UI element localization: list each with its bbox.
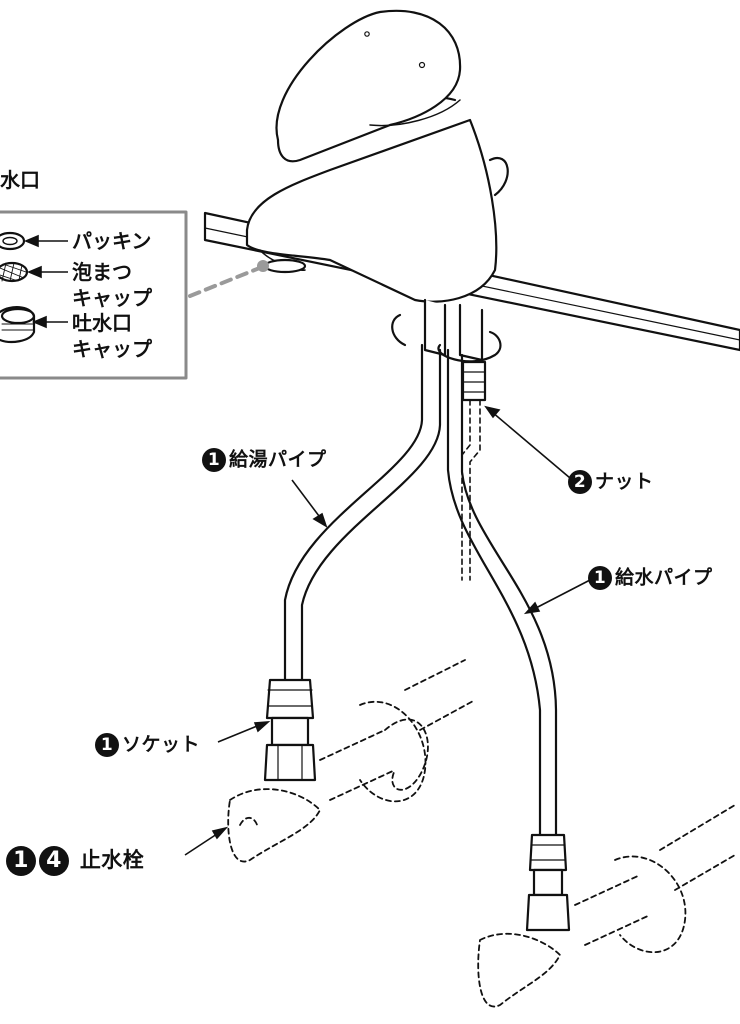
callout-number-badge: 1	[95, 733, 119, 757]
inset-label-foam-cap-2: キャップ	[72, 286, 152, 310]
callout-number-badge: 2	[568, 470, 592, 494]
inset-label-packing: パッキン	[72, 229, 152, 253]
hot-supply-pipe	[283, 343, 442, 682]
callout-hot-pipe-label: 給湯パイプ	[229, 448, 327, 471]
callout-number-badge: 1	[6, 846, 36, 876]
cold-stop-valve	[477, 804, 736, 1008]
callout-nut-label: ナット	[595, 470, 654, 493]
callout-number-badge: 4	[39, 846, 69, 876]
faucet-lever	[275, 9, 462, 163]
aerator-inset	[0, 210, 188, 380]
hot-socket	[263, 678, 317, 782]
hot-stop-valve	[227, 659, 476, 863]
cold-supply-pipe	[446, 348, 558, 837]
inset-label-spout-cap-2: キャップ	[72, 337, 152, 361]
inset-label-foam-cap-1: 泡まつ	[72, 260, 132, 284]
callout-number-badge: 1	[202, 448, 226, 472]
mounting-fittings	[391, 298, 502, 402]
callout-cold-pipe-label: 給水パイプ	[615, 566, 713, 589]
callout-socket-label: ソケット	[122, 733, 201, 756]
callout-stop-valve-label: 止水栓	[79, 848, 145, 872]
inset-title: 水口	[0, 168, 40, 192]
cold-socket	[525, 833, 571, 932]
inset-label-spout-cap-1: 吐水口	[72, 311, 132, 335]
callout-number-badge: 1	[588, 566, 612, 590]
